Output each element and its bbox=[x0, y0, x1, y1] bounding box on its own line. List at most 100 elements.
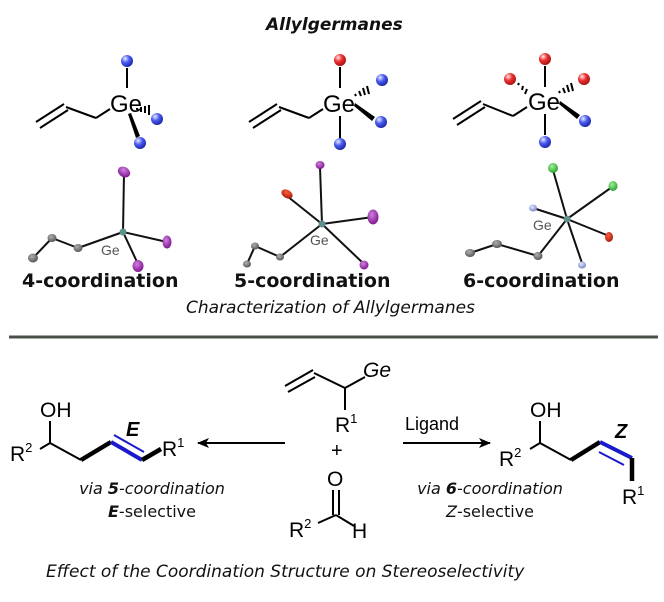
coordination-label-5: 5-coordination bbox=[234, 270, 391, 292]
atom-halogen bbox=[359, 260, 369, 270]
coordination-label-6: 6-coordination bbox=[463, 270, 620, 292]
reagent-allylgermane: Ge R1 bbox=[284, 359, 391, 437]
atom-carbon bbox=[47, 234, 57, 242]
wedge-bond bbox=[559, 101, 580, 119]
ligand-sphere-blue bbox=[151, 113, 163, 125]
bold-bond bbox=[79, 440, 113, 462]
aldehyde-h: H bbox=[352, 520, 367, 543]
ligand-sphere-red bbox=[539, 53, 551, 65]
via-prefix: via bbox=[79, 479, 108, 498]
complex-4-coordination: Ge bbox=[35, 55, 163, 149]
allyl-chain bbox=[35, 103, 111, 129]
bold-bond bbox=[569, 440, 602, 462]
bottom-caption: Effect of the Coordination Structure on … bbox=[46, 562, 525, 582]
wedge-bond bbox=[354, 103, 375, 121]
product-z: OH R2 Z R1 bbox=[499, 399, 644, 509]
atom-halogen bbox=[367, 209, 379, 225]
sel-suffix: -selective bbox=[456, 502, 535, 521]
ge-label: Ge bbox=[363, 359, 391, 382]
hashed-bond-left bbox=[517, 82, 528, 95]
ligand-sphere-red bbox=[578, 73, 590, 85]
z-double-bond-inner bbox=[598, 451, 625, 466]
atom-carbon bbox=[492, 240, 502, 248]
oh-label: OH bbox=[40, 399, 72, 422]
ligand-sphere-blue bbox=[121, 55, 133, 67]
complex-6-coordination: Ge bbox=[452, 53, 591, 148]
atom-chlorine bbox=[548, 163, 558, 173]
wedge-bond bbox=[128, 113, 140, 138]
via-prefix: via bbox=[417, 479, 446, 498]
ligand-sphere-blue bbox=[579, 115, 591, 127]
aldehyde-r2: R2 bbox=[289, 516, 311, 542]
sel-suffix: -selective bbox=[118, 502, 196, 521]
via-num: 5 bbox=[107, 479, 120, 498]
ligand-sphere-red bbox=[504, 73, 516, 85]
atom-carbon bbox=[73, 244, 83, 252]
r1-label: R1 bbox=[162, 435, 184, 461]
via-suffix: -coordination bbox=[457, 479, 563, 498]
ligand-sphere-blue bbox=[376, 74, 388, 86]
sel-letter: E bbox=[107, 502, 119, 521]
r1-label: R1 bbox=[335, 411, 357, 437]
atom-nitrogen bbox=[578, 261, 586, 269]
crystal-structure-6: Ge bbox=[465, 163, 618, 269]
via-num: 6 bbox=[445, 479, 458, 498]
atom-carbon bbox=[243, 260, 251, 268]
ge-crystal-label: Ge bbox=[533, 217, 552, 233]
ge-atom-label: Ge bbox=[110, 91, 142, 118]
z-double-bond bbox=[599, 440, 633, 460]
top-caption: Characterization of Allylgermanes bbox=[186, 298, 475, 318]
atom-halogen bbox=[162, 235, 172, 249]
atom-nitrogen bbox=[529, 204, 537, 212]
ligand-sphere-blue bbox=[539, 136, 551, 148]
product-e: OH R2 E R1 bbox=[10, 399, 184, 466]
hashed-bond bbox=[354, 85, 370, 97]
atom-carbon bbox=[276, 253, 284, 261]
e-stereo-label: E bbox=[126, 419, 140, 441]
complex-5-coordination: Ge bbox=[248, 54, 388, 150]
e-double-bond bbox=[109, 440, 144, 462]
plus-sign: + bbox=[331, 440, 343, 462]
atom-halogen bbox=[132, 260, 144, 272]
ligand-sphere-red bbox=[334, 54, 346, 66]
top-title: Allylgermanes bbox=[266, 15, 403, 35]
coordination-label-4: 4-coordination bbox=[22, 270, 179, 292]
bold-bond bbox=[140, 447, 163, 462]
right-selectivity-note: via 6-coordination Z-selective bbox=[400, 479, 580, 521]
hashed-bond-right bbox=[558, 82, 574, 94]
r1-label: R1 bbox=[622, 483, 644, 509]
ligand-sphere-blue bbox=[375, 116, 387, 128]
atom-carbon bbox=[251, 242, 259, 250]
atom-halogen bbox=[117, 166, 131, 178]
atom-ge bbox=[563, 215, 571, 223]
ligand-label: Ligand bbox=[405, 414, 459, 434]
aldehyde-oxygen: O bbox=[327, 468, 343, 491]
atom-carbon bbox=[533, 252, 543, 260]
allyl-chain bbox=[452, 100, 528, 126]
r2-label: R2 bbox=[499, 445, 521, 471]
atom-carbon bbox=[28, 253, 38, 263]
allyl-chain bbox=[248, 103, 324, 129]
hashed-bond bbox=[136, 105, 150, 115]
ligand-sphere-blue bbox=[134, 137, 146, 149]
ge-atom-label: Ge bbox=[528, 89, 560, 116]
atom-oxygen bbox=[281, 189, 293, 199]
ligand-sphere-blue bbox=[334, 138, 346, 150]
via-suffix: -coordination bbox=[119, 479, 225, 498]
atom-ge bbox=[119, 228, 127, 236]
crystal-structure-4: Ge bbox=[28, 166, 172, 272]
atom-ge bbox=[318, 220, 326, 228]
ge-crystal-label: Ge bbox=[310, 232, 329, 248]
reagent-aldehyde: O R2 H bbox=[289, 468, 367, 543]
oh-label: OH bbox=[530, 399, 562, 422]
ge-crystal-label: Ge bbox=[101, 242, 120, 258]
crystal-structure-5: Ge bbox=[243, 161, 379, 270]
z-stereo-label: Z bbox=[614, 421, 628, 443]
atom-chlorine bbox=[608, 181, 618, 191]
atom-carbon bbox=[465, 249, 475, 257]
atom-oxygen bbox=[605, 232, 613, 242]
e-double-bond-inner bbox=[113, 434, 145, 453]
r2-label: R2 bbox=[10, 440, 32, 466]
